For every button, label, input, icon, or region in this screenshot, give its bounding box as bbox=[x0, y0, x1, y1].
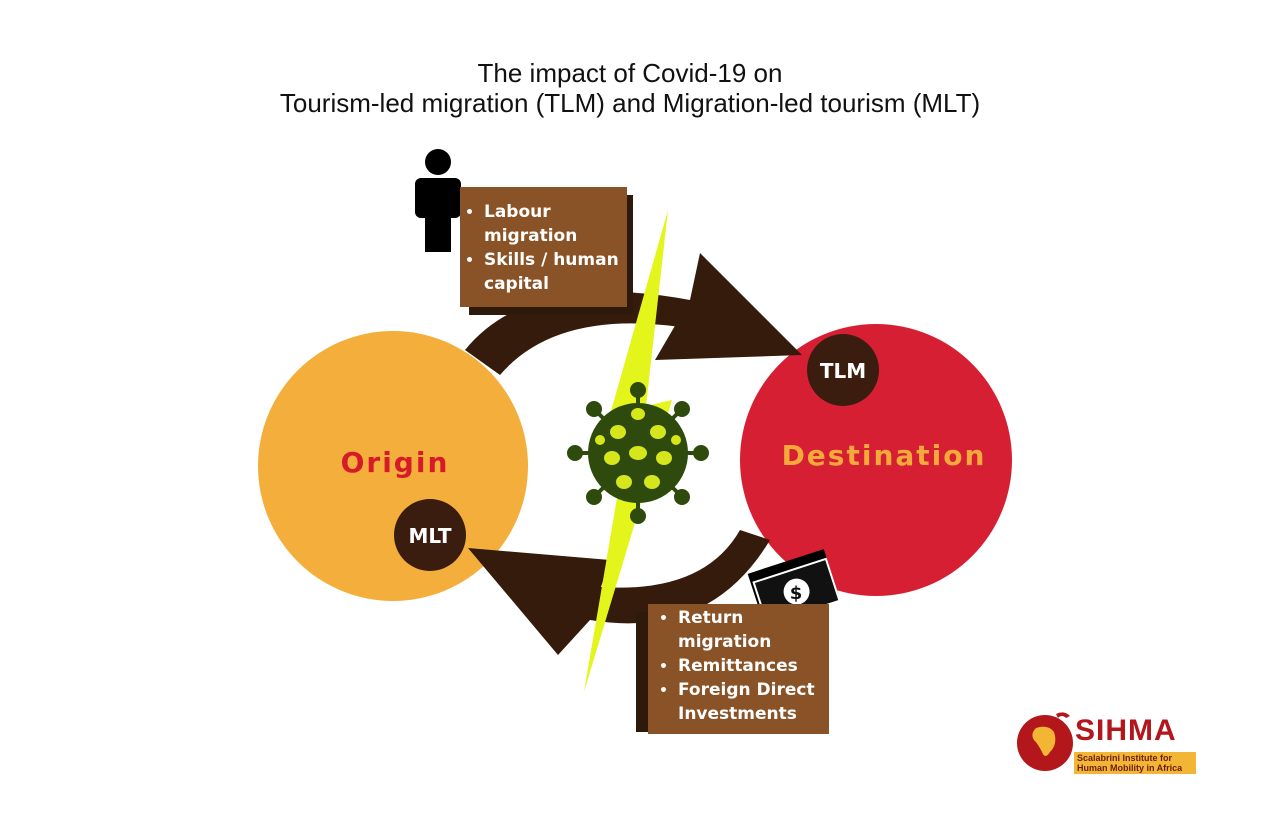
destination-label: Destination bbox=[782, 439, 987, 472]
globe-icon bbox=[1017, 712, 1073, 771]
top-box-list: Labour migration Skills / human capital bbox=[460, 200, 632, 296]
top-box-content: Labour migration Skills / human capital bbox=[460, 200, 632, 296]
title-line-1: The impact of Covid-19 on bbox=[477, 58, 783, 88]
bottom-box-list: Return migration Remittances Foreign Dir… bbox=[654, 606, 836, 726]
mlt-badge bbox=[394, 499, 466, 571]
bottom-box-item: Return migration bbox=[678, 606, 836, 654]
tlm-badge-label: TLM bbox=[820, 359, 866, 383]
bottom-box-item: Remittances bbox=[678, 654, 836, 678]
sihma-logo: SIHMA Scalabrini Institute for Human Mob… bbox=[1012, 708, 1202, 774]
mlt-arrow bbox=[468, 530, 770, 655]
top-box bbox=[460, 187, 627, 307]
title-line-2: Tourism-led migration (TLM) and Migratio… bbox=[279, 88, 981, 118]
virus-icon bbox=[567, 382, 709, 524]
tlm-badge bbox=[807, 334, 879, 406]
logo-name: SIHMA bbox=[1075, 714, 1177, 747]
person-icon bbox=[415, 149, 461, 252]
logo-subtitle: Scalabrini Institute for Human Mobility … bbox=[1074, 752, 1196, 774]
bottom-box-item: Foreign Direct Investments bbox=[678, 678, 836, 726]
bottom-box-content: Return migration Remittances Foreign Dir… bbox=[654, 606, 836, 726]
bottom-box bbox=[648, 604, 829, 734]
destination-circle bbox=[740, 324, 1012, 596]
mlt-badge-label: MLT bbox=[409, 524, 452, 548]
top-box-item: Skills / human capital bbox=[484, 248, 632, 296]
money-symbol: $ bbox=[790, 583, 803, 604]
diagram-title: The impact of Covid-19 on Tourism-led mi… bbox=[0, 58, 1260, 118]
top-box-item: Labour migration bbox=[484, 200, 632, 248]
origin-label: Origin bbox=[341, 446, 450, 479]
